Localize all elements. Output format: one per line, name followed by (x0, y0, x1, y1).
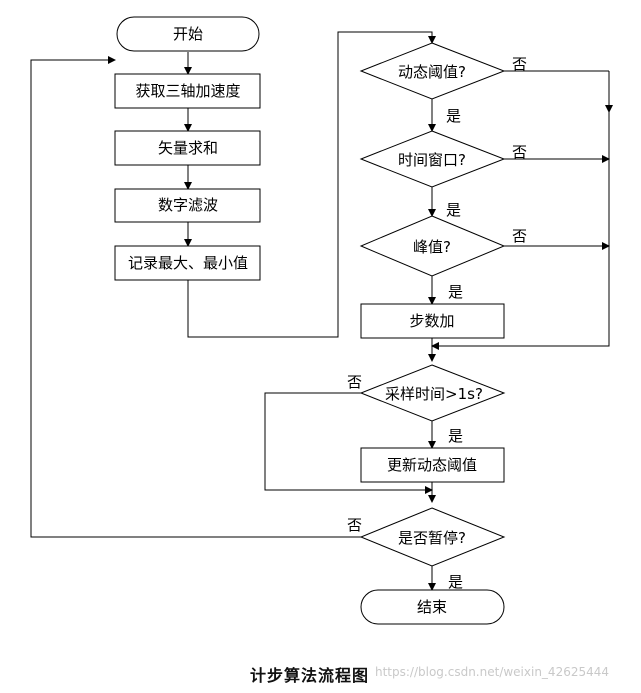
end-terminal (360, 589, 505, 625)
time-window-decision (359, 130, 506, 188)
connector (30, 56, 361, 538)
step-add-box (360, 303, 505, 339)
no-label: 否 (512, 55, 527, 73)
sample-time-decision (359, 364, 506, 422)
peak-label: 峰值? (413, 238, 451, 256)
no-label: 否 (347, 516, 362, 534)
caption-title: 计步算法流程图 (250, 666, 370, 685)
sample-time-label: 采样时间>1s? (385, 385, 483, 403)
vector-sum-box (114, 130, 261, 166)
filter-label: 数字滤波 (158, 196, 218, 214)
update-threshold-box (360, 447, 505, 483)
update-threshold-label: 更新动态阈值 (387, 456, 477, 474)
yes-label: 是 (448, 573, 463, 591)
flowchart: 开始 获取三轴加速度 矢量求和 数字滤波 记录最大、最小值 动态阈值? 时间窗口… (30, 16, 613, 625)
end-label: 结束 (417, 598, 447, 616)
yes-label: 是 (446, 201, 461, 219)
dyn-threshold-label: 动态阈值? (398, 63, 466, 81)
no-label: 否 (347, 373, 362, 391)
vector-sum-label: 矢量求和 (158, 139, 218, 157)
acquire-acceleration-box (114, 73, 261, 109)
connector (431, 246, 610, 350)
peak-decision (359, 215, 506, 277)
watermark: https://blog.csdn.net/weixin_42625444 (375, 665, 610, 679)
yes-label: 是 (446, 107, 461, 125)
time-window-label: 时间窗口? (398, 151, 466, 169)
step-add-label: 步数加 (409, 312, 454, 330)
digital-filter-box (114, 188, 261, 223)
connector (264, 392, 433, 494)
yes-label: 是 (448, 283, 463, 301)
connector (187, 31, 436, 338)
dynamic-threshold-decision (359, 42, 506, 100)
no-label: 否 (512, 143, 527, 161)
record-label: 记录最大、最小值 (128, 254, 248, 272)
pause-decision (359, 507, 506, 567)
pause-label: 是否暂停? (398, 529, 466, 547)
acquire-label: 获取三轴加速度 (135, 82, 240, 100)
no-label: 否 (512, 227, 527, 245)
figure-caption: 计步算法流程图 https://blog.csdn.net/weixin_426… (0, 662, 641, 686)
start-label: 开始 (173, 25, 203, 43)
start-terminal (116, 16, 260, 52)
yes-label: 是 (448, 427, 463, 445)
record-minmax-box (114, 245, 261, 281)
